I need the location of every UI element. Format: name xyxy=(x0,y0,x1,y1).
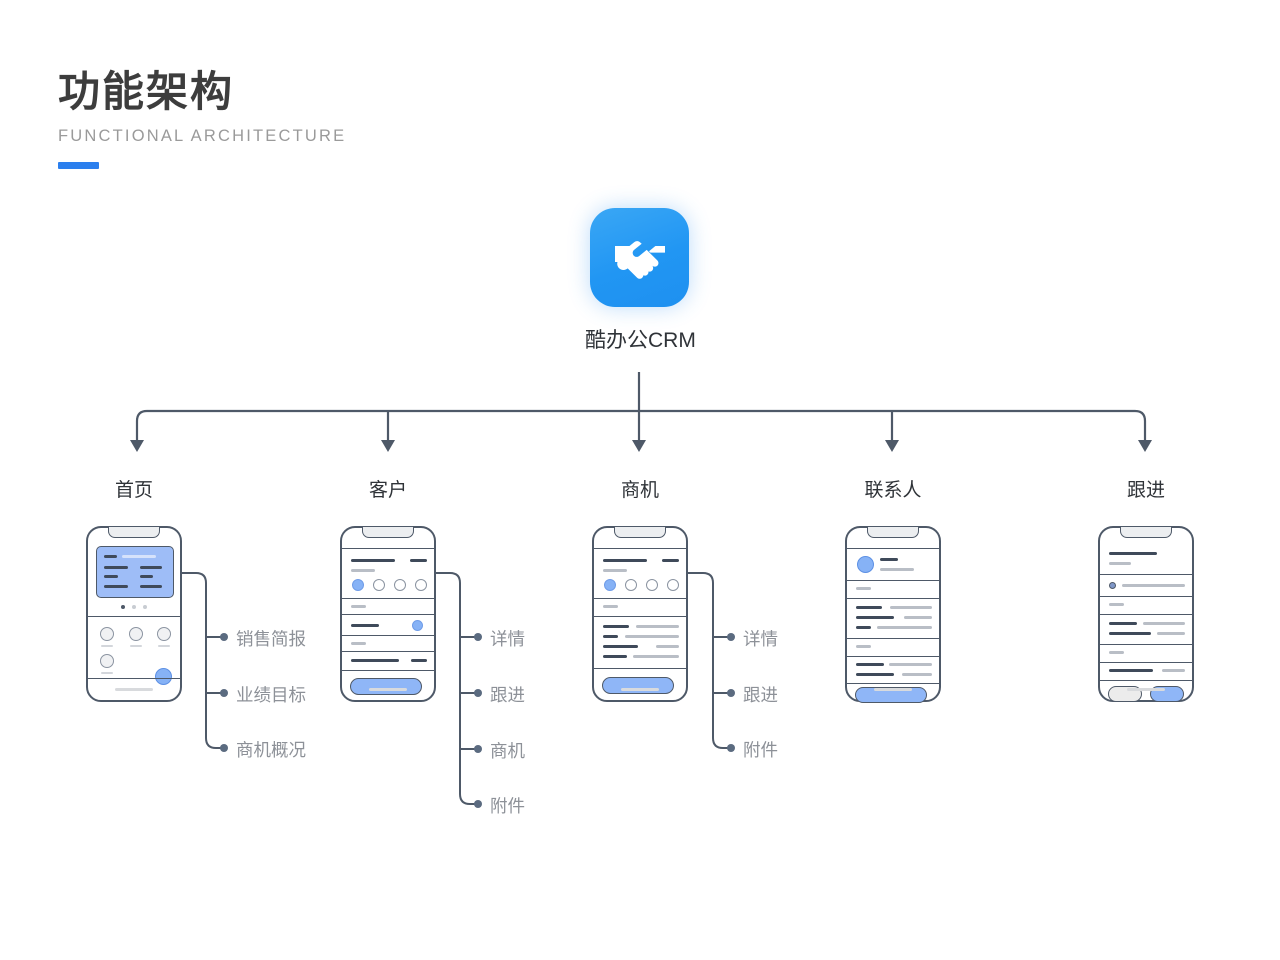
home-indicator xyxy=(874,687,912,691)
divider xyxy=(847,638,939,639)
primary-action-button[interactable] xyxy=(602,677,674,694)
tab-dot xyxy=(667,579,679,591)
tab-dot xyxy=(394,579,406,591)
divider xyxy=(594,598,686,599)
root-app-label: 酷办公CRM xyxy=(585,329,696,352)
column-title: 商机 xyxy=(620,480,659,501)
divider xyxy=(1100,596,1192,597)
main-bus xyxy=(135,409,1147,443)
branch-label: 销售简报 xyxy=(236,629,306,649)
divider xyxy=(594,668,686,669)
tab-dot xyxy=(646,579,658,591)
tab-dot xyxy=(415,579,427,591)
column-home: 首页 xyxy=(86,480,182,702)
accent-circle xyxy=(155,668,172,685)
divider xyxy=(342,598,434,599)
phone-mockup-contact xyxy=(845,526,941,703)
tab-dot xyxy=(352,579,364,591)
branch-spine-1 xyxy=(181,572,222,749)
dashboard-card xyxy=(96,546,174,598)
divider xyxy=(847,580,939,581)
primary-action-button[interactable] xyxy=(350,678,422,695)
divider xyxy=(594,616,686,617)
feature-circle xyxy=(100,654,114,668)
home-indicator xyxy=(621,687,659,691)
phone-mockup-home xyxy=(86,526,182,702)
divider xyxy=(1100,644,1192,645)
branch-label: 跟进 xyxy=(743,685,778,705)
pager-dot xyxy=(132,605,136,609)
branch-label: 业绩目标 xyxy=(236,685,306,705)
phone-notch xyxy=(867,527,919,538)
divider xyxy=(847,656,939,657)
divider xyxy=(88,616,180,617)
branch-label: 跟进 xyxy=(490,685,525,705)
page-title: 功能架构 xyxy=(58,68,235,115)
branch-label: 商机 xyxy=(490,741,525,761)
page-header: 功能架构 FUNCTIONAL ARCHITECTURE xyxy=(58,66,346,169)
column-title: 联系人 xyxy=(864,480,922,501)
column-title: 首页 xyxy=(114,480,153,501)
divider xyxy=(1100,574,1192,575)
branch-label: 详情 xyxy=(490,629,525,649)
home-indicator xyxy=(1127,687,1165,691)
feature-circle xyxy=(100,627,114,641)
divider xyxy=(1100,662,1192,663)
status-dot xyxy=(1109,582,1116,589)
column-opportunity: 商机 xyxy=(592,480,688,702)
divider xyxy=(342,635,434,636)
phone-notch xyxy=(108,527,160,538)
home-indicator xyxy=(115,687,153,691)
branch-label: 详情 xyxy=(743,629,778,649)
home-indicator xyxy=(369,687,407,691)
divider xyxy=(342,651,434,652)
branch-label: 商机概况 xyxy=(236,740,306,760)
divider xyxy=(342,614,434,615)
branch-label: 附件 xyxy=(490,796,525,816)
column-followup: 跟进 xyxy=(1098,480,1194,702)
pager-dot xyxy=(143,605,147,609)
phone-mockup-customer xyxy=(340,526,436,702)
column-title: 客户 xyxy=(368,480,407,501)
branch-spine-3 xyxy=(687,572,729,749)
divider xyxy=(1100,680,1192,681)
root-app-node: 酷办公CRM xyxy=(585,208,696,354)
feature-circle xyxy=(157,627,171,641)
handshake-icon xyxy=(590,208,689,307)
tab-dot xyxy=(625,579,637,591)
phone-notch xyxy=(1120,527,1172,538)
tab-dot xyxy=(373,579,385,591)
divider xyxy=(1100,614,1192,615)
title-accent-bar xyxy=(58,162,99,169)
divider xyxy=(847,683,939,684)
column-customer: 客户 xyxy=(340,480,436,702)
branch-label: 附件 xyxy=(743,740,778,760)
tab-dot xyxy=(604,579,616,591)
avatar xyxy=(857,556,874,573)
phone-mockup-opportunity xyxy=(592,526,688,702)
column-title: 跟进 xyxy=(1126,480,1165,501)
phone-notch xyxy=(362,527,414,538)
phone-notch xyxy=(614,527,666,538)
page-subtitle: FUNCTIONAL ARCHITECTURE xyxy=(58,127,347,145)
pager-dot xyxy=(121,605,125,609)
arrowheads xyxy=(130,440,1152,452)
phone-mockup-followup xyxy=(1098,526,1194,702)
divider xyxy=(847,548,939,549)
feature-circle xyxy=(129,627,143,641)
primary-action-button[interactable] xyxy=(855,687,927,703)
row-accent-dot xyxy=(412,620,423,631)
divider xyxy=(88,678,180,679)
divider xyxy=(594,548,686,549)
column-contact: 联系人 xyxy=(845,480,941,703)
divider xyxy=(342,548,434,549)
branch-spine-2 xyxy=(434,572,476,805)
divider xyxy=(342,670,434,671)
divider xyxy=(847,598,939,599)
